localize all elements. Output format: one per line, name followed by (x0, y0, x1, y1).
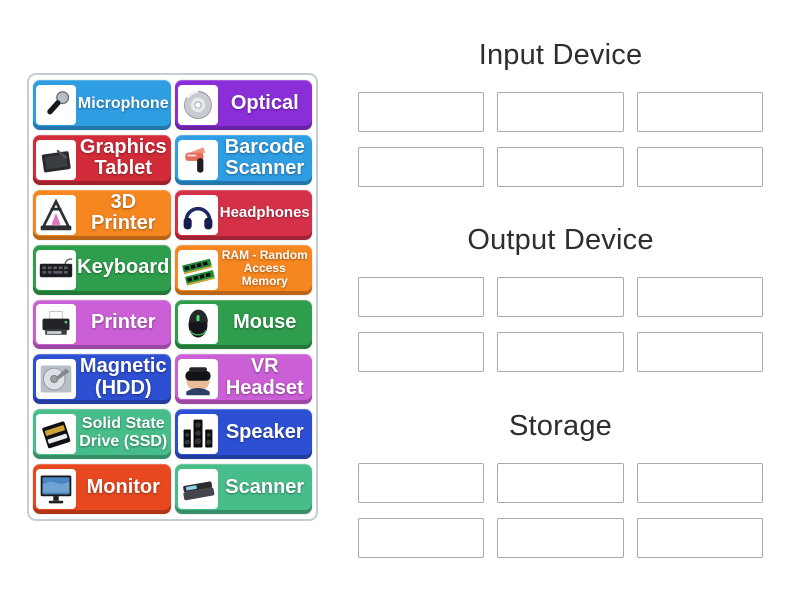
group-output-device: Output Device (358, 224, 763, 372)
drop-slot-output-device-3[interactable] (636, 277, 763, 317)
tile-label-wrap: Printer (76, 300, 171, 346)
ram-icon (177, 249, 218, 290)
tile-monitor[interactable]: Monitor (33, 464, 171, 514)
tile-label: Printer (91, 311, 156, 334)
drop-slot-input-device-3[interactable] (636, 92, 763, 132)
drop-slot-output-device-1[interactable] (358, 277, 485, 317)
drop-slot-input-device-6[interactable] (636, 147, 763, 187)
tile-vr-headset[interactable]: VR Headset (174, 354, 313, 405)
tile-headphones[interactable]: Headphones (174, 189, 313, 240)
tile-label-wrap: VR Headset (218, 355, 313, 401)
group-title-storage: Storage (509, 410, 612, 442)
tile-speaker[interactable]: Speaker (174, 409, 313, 460)
tile-label: Barcode Scanner (224, 135, 305, 180)
tile-solid-state-drive-ssd[interactable]: Solid State Drive (SSD) (33, 409, 171, 460)
vr-headset-icon (177, 359, 218, 400)
slot-grid-output-device (358, 277, 763, 372)
tile-label-wrap: Microphone (76, 80, 171, 126)
graphics-tablet-icon (36, 139, 76, 180)
group-storage: Storage (358, 410, 763, 558)
tile-label-wrap: RAM - Random Access Memory (218, 245, 313, 291)
tile-keyboard[interactable]: Keyboard (33, 244, 171, 295)
tile-label-wrap: 3D Printer (76, 190, 171, 236)
tile-label-wrap: Optical (218, 80, 313, 126)
tile-label-wrap: Magnetic (HDD) (76, 355, 171, 401)
monitor-icon (36, 469, 76, 510)
drop-slot-input-device-2[interactable] (497, 92, 624, 132)
drop-slot-output-device-6[interactable] (636, 332, 763, 372)
tile-label: RAM - Random Access Memory (221, 247, 308, 288)
tile-label-wrap: Speaker (218, 410, 313, 456)
tile-scanner[interactable]: Scanner (174, 464, 313, 514)
microphone-icon (36, 84, 76, 125)
tile-label: Graphics Tablet (79, 135, 167, 180)
speaker-icon (177, 414, 218, 455)
keyboard-icon (36, 249, 76, 290)
barcode-scanner-icon (177, 139, 218, 180)
tile-label-wrap: Solid State Drive (SSD) (76, 410, 171, 456)
tile-label-wrap: Scanner (218, 465, 313, 511)
tile-mouse[interactable]: Mouse (174, 299, 313, 350)
tile-printer[interactable]: Printer (33, 299, 171, 350)
tile-microphone[interactable]: Microphone (33, 80, 171, 130)
drop-slot-storage-4[interactable] (358, 518, 485, 558)
slot-grid-input-device (358, 92, 763, 187)
scanner-icon (177, 469, 218, 510)
tile-barcode-scanner[interactable]: Barcode Scanner (174, 134, 313, 185)
group-title-output-device: Output Device (467, 224, 654, 256)
tile-label-wrap: Headphones (218, 190, 313, 236)
drop-slot-input-device-5[interactable] (497, 147, 624, 187)
tile-label: Mouse (233, 311, 297, 334)
group-title-input-device: Input Device (478, 39, 643, 71)
printer-3d-icon (36, 194, 76, 235)
tile-ram-random-access-memory[interactable]: RAM - Random Access Memory (174, 244, 313, 295)
tile-label-wrap: Mouse (218, 300, 313, 346)
tile-label-wrap: Keyboard (76, 245, 171, 291)
drop-slot-storage-1[interactable] (358, 463, 485, 503)
tile-label: Optical (230, 91, 299, 114)
tile-optical[interactable]: Optical (174, 80, 313, 130)
slot-grid-storage (358, 463, 763, 558)
headphones-icon (177, 194, 218, 235)
tile-label: Scanner (225, 475, 305, 498)
ssd-icon (36, 414, 76, 455)
tile-magnetic-hdd[interactable]: Magnetic (HDD) (33, 354, 171, 405)
tile-label-wrap: Graphics Tablet (76, 135, 171, 181)
tile-3d-printer[interactable]: 3D Printer (33, 189, 171, 240)
mouse-icon (177, 304, 218, 345)
hdd-icon (36, 359, 76, 400)
tile-label: 3D Printer (91, 190, 156, 235)
drop-slot-storage-5[interactable] (497, 518, 624, 558)
tile-label: Solid State Drive (SSD) (79, 415, 168, 450)
drop-slot-input-device-4[interactable] (358, 147, 485, 187)
tile-label-wrap: Barcode Scanner (218, 135, 313, 181)
drop-slot-storage-3[interactable] (636, 463, 763, 503)
tile-graphics-tablet[interactable]: Graphics Tablet (33, 134, 171, 185)
tile-label-wrap: Monitor (76, 465, 171, 511)
drop-slot-storage-6[interactable] (636, 518, 763, 558)
tile-label: Keyboard (77, 256, 170, 279)
tile-label: Magnetic (HDD) (79, 355, 167, 399)
drop-slot-input-device-1[interactable] (358, 92, 485, 132)
drop-slot-output-device-5[interactable] (497, 332, 624, 372)
tile-label: Microphone (77, 94, 169, 112)
group-input-device: Input Device (358, 39, 763, 187)
drop-slot-output-device-2[interactable] (497, 277, 624, 317)
tile-label: VR Headset (225, 355, 304, 399)
optical-disc-icon (177, 84, 218, 125)
drop-slot-storage-2[interactable] (497, 463, 624, 503)
tile-label: Speaker (225, 420, 304, 443)
tile-label: Headphones (219, 204, 310, 222)
printer-icon (36, 304, 76, 345)
tile-label: Monitor (86, 475, 160, 498)
drop-slot-output-device-4[interactable] (358, 332, 485, 372)
